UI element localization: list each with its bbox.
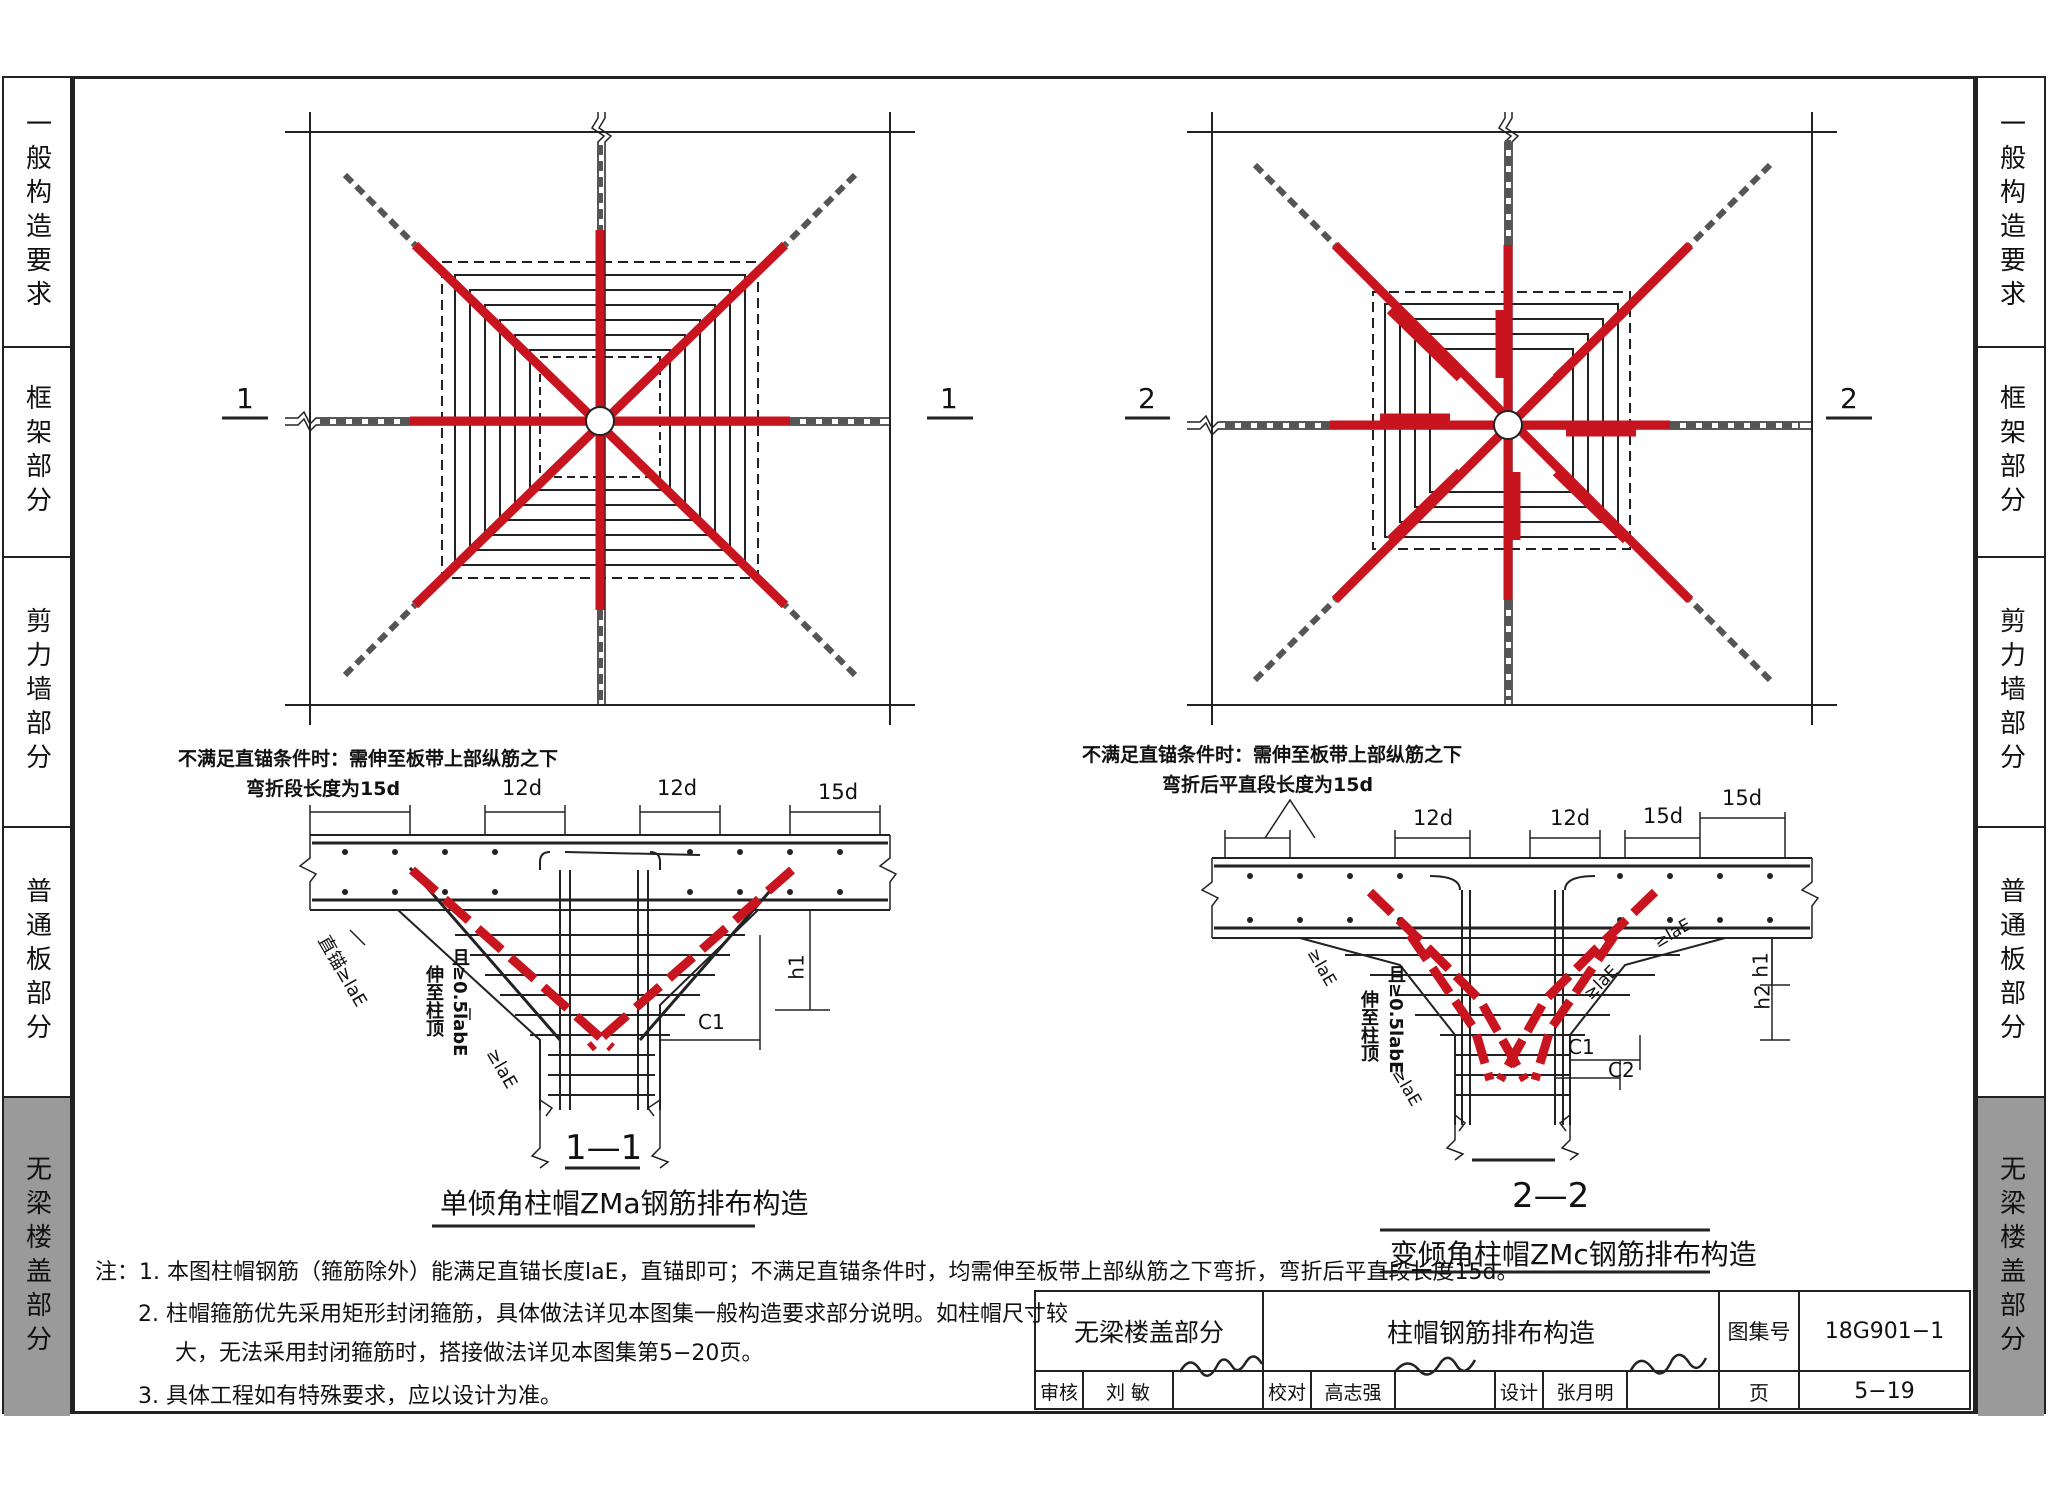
extend-label-right-1: 伸至柱顶 (1358, 990, 1379, 1062)
section-2-title: 2—2 (1512, 1176, 1590, 1216)
sidebar-item-flat-slab-right[interactable]: 无梁楼盖部分 (1978, 1098, 2044, 1416)
section-1-note-line2: 弯折段长度为15d (246, 778, 401, 800)
section-1-note-line1: 不满足直锚条件时：需伸至板带上部纵筋之下 (178, 748, 559, 770)
tb-review-label: 审核 (1036, 1372, 1084, 1410)
tb-page-no: 5−19 (1854, 1378, 1915, 1404)
sidebar-item-general-right[interactable]: 一般构造要求 (1978, 78, 2044, 348)
note-2b: 大，无法采用封闭箍筋时，搭接做法详见本图集第5−20页。 (175, 1341, 764, 1366)
dim-15d: 15d (818, 780, 859, 804)
cut-label-2-left: 2 (1138, 382, 1156, 415)
sidebar-item-flat-slab[interactable]: 无梁楼盖部分 (4, 1098, 70, 1416)
tb-atlas-label: 图集号 (1720, 1292, 1800, 1372)
section-1-caption: 单倾角柱帽ZMa钢筋排布构造 (440, 1187, 809, 1220)
tb-designer: 张月明 (1544, 1372, 1628, 1410)
dim-c1-right: C1 (1568, 1035, 1595, 1059)
tb-page-label: 页 (1720, 1372, 1800, 1410)
plan-view-left (222, 112, 973, 725)
note-1: 注：1. 本图柱帽钢筋（箍筋除外）能满足直锚长度laE，直锚即可；不满足直锚条件… (95, 1260, 1519, 1285)
sidebar-item-slab-right[interactable]: 普通板部分 (1978, 828, 2044, 1098)
dim-c1: C1 (698, 1010, 725, 1034)
tb-drawing-title: 柱帽钢筋排布构造 (1264, 1292, 1720, 1372)
section-view-2-2 (1200, 798, 1820, 1274)
note-2a: 2. 柱帽箍筋优先采用矩形封闭箍筋，具体做法详见本图集一般构造要求部分说明。如柱… (138, 1302, 1068, 1327)
cut-label-1-left: 1 (236, 382, 254, 415)
dim-h1: h1 (784, 954, 809, 980)
dim-12d-b: 12d (657, 776, 698, 800)
dim-12d-right-b: 12d (1550, 806, 1591, 830)
tb-reviewer-signature (1174, 1372, 1264, 1410)
tb-check-label: 校对 (1264, 1372, 1312, 1410)
drawing-frame (72, 76, 1976, 1414)
section-1-title: 1—1 (565, 1128, 643, 1168)
sidebar-item-shear-wall-right[interactable]: 剪力墙部分 (1978, 558, 2044, 828)
extend-label-1: 伸至柱顶 (423, 965, 444, 1037)
tb-designer-signature (1628, 1372, 1720, 1410)
dim-12d-right-a: 12d (1413, 806, 1454, 830)
left-sidebar: 一般构造要求 框架部分 剪力墙部分 普通板部分 无梁楼盖部分 (2, 76, 72, 1416)
extend-label-right-2: 且≥0.5labE (1385, 965, 1406, 1074)
dim-15d-right-a: 15d (1643, 804, 1684, 828)
sidebar-item-shear-wall[interactable]: 剪力墙部分 (4, 558, 70, 828)
cut-label-2-right: 2 (1840, 382, 1858, 415)
tb-design-label: 设计 (1496, 1372, 1544, 1410)
section-2-note-line2: 弯折后平直段长度为15d (1162, 774, 1374, 796)
section-2-caption: 变倾角柱帽ZMc钢筋排布构造 (1390, 1238, 1757, 1271)
section-view-1-1 (298, 805, 898, 1228)
section-2-note-line1: 不满足直锚条件时：需伸至板带上部纵筋之下 (1082, 744, 1463, 766)
dim-15d-right-b: 15d (1722, 786, 1763, 810)
tb-checker-signature (1396, 1372, 1496, 1410)
sidebar-item-general[interactable]: 一般构造要求 (4, 78, 70, 348)
dim-12d-a: 12d (502, 776, 543, 800)
tb-checker: 高志强 (1312, 1372, 1396, 1410)
sidebar-item-slab[interactable]: 普通板部分 (4, 828, 70, 1098)
dim-c2-right: C2 (1608, 1058, 1635, 1082)
cut-label-1-right: 1 (940, 382, 958, 415)
sidebar-item-frame-right[interactable]: 框架部分 (1978, 348, 2044, 558)
note-3: 3. 具体工程如有特殊要求，应以设计为准。 (138, 1384, 562, 1409)
tb-reviewer: 刘 敏 (1084, 1372, 1174, 1410)
dim-h1-right: h1 (1748, 952, 1773, 978)
extend-label-2: 且≥0.5labE (449, 948, 470, 1057)
right-sidebar: 一般构造要求 框架部分 剪力墙部分 普通板部分 无梁楼盖部分 (1976, 76, 2046, 1416)
title-block: 无梁楼盖部分 柱帽钢筋排布构造 图集号 18G901−1 审核 刘 敏 校对 高… (1034, 1290, 1971, 1410)
tb-atlas-no: 18G901−1 (1800, 1292, 1969, 1372)
tb-section: 无梁楼盖部分 (1036, 1292, 1264, 1372)
plan-view-right (1125, 112, 1872, 725)
sidebar-item-frame[interactable]: 框架部分 (4, 348, 70, 558)
dim-h2-right: h2 (1750, 984, 1775, 1010)
